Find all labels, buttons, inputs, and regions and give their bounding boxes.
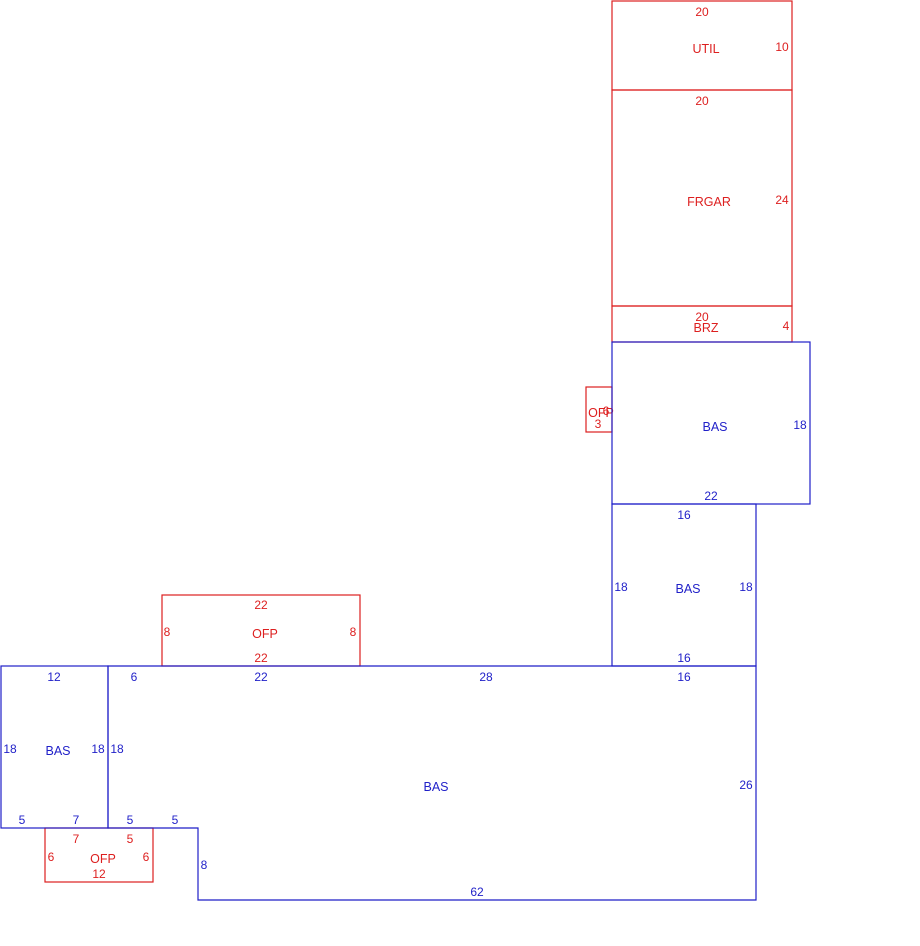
ofp-bottom-top-dimension-a: 7 [73, 832, 80, 846]
ofp-porch-label: OFP [252, 627, 278, 641]
ofp-porch-left-dimension: 8 [164, 625, 171, 639]
util-label: UTIL [692, 42, 719, 56]
bas-mid-top-dimension: 16 [677, 508, 691, 522]
ofp-bottom-left-dimension: 6 [48, 850, 55, 864]
bas-left-top-dimension: 12 [47, 670, 61, 684]
bas-top-right-dimension: 18 [793, 418, 807, 432]
bas-left-right-dimension: 18 [91, 742, 105, 756]
bas-main-left-dimension: 18 [110, 742, 124, 756]
ofp-bottom-right-dimension: 6 [143, 850, 150, 864]
brz-label: BRZ [694, 321, 719, 335]
bas-main-top-dimension-a: 6 [131, 670, 138, 684]
bas-mid-bottom-dimension: 16 [677, 651, 691, 665]
bas-left-bottom-dimension-a: 5 [19, 813, 26, 827]
ofp-small-side-dimension: 3 [595, 417, 602, 431]
bas-main-bottom-dimension-b: 5 [172, 813, 179, 827]
bas-mid-right-dimension: 18 [739, 580, 753, 594]
frgar-top-dimension: 20 [695, 94, 709, 108]
frgar-label: FRGAR [687, 195, 731, 209]
bas-top-label: BAS [702, 420, 727, 434]
bas-left-left-dimension: 18 [3, 742, 17, 756]
util-top-dimension: 20 [695, 5, 709, 19]
brz-top-dimension: 20 [695, 310, 709, 324]
bas-main-bottom-dimension: 62 [470, 885, 484, 899]
bas-mid-left-dimension: 18 [614, 580, 628, 594]
bas-main-top-dimension-d: 16 [677, 670, 691, 684]
ofp-bottom-label: OFP [90, 852, 116, 866]
bas-main-top-dimension-c: 28 [479, 670, 493, 684]
bas-main-bottom-dimension-a: 5 [127, 813, 134, 827]
bas-left-bottom-dimension-b: 7 [73, 813, 80, 827]
ofp-porch-top-dimension: 22 [254, 598, 268, 612]
bas-mid-label: BAS [675, 582, 700, 596]
bas-main-right-dimension: 26 [739, 778, 753, 792]
bas-top-bottom-dimension: 22 [704, 489, 718, 503]
bas-main-label: BAS [423, 780, 448, 794]
ofp-porch-bottom-dimension: 22 [254, 651, 268, 665]
ofp-small-side-dimension-2: 6 [603, 404, 610, 418]
frgar-right-dimension: 24 [775, 193, 789, 207]
bas-main-step-dimension: 8 [201, 858, 208, 872]
ofp-porch-right-dimension: 8 [350, 625, 357, 639]
util-right-dimension: 10 [775, 40, 789, 54]
ofp-bottom-bottom-dimension: 12 [92, 867, 106, 881]
bas-main-top-dimension-b: 22 [254, 670, 268, 684]
ofp-small-label: OFP [588, 406, 614, 420]
ofp-bottom-top-dimension-b: 5 [127, 832, 134, 846]
bas-left-label: BAS [45, 744, 70, 758]
bas-main-area [107, 665, 757, 901]
brz-right-dimension: 4 [783, 319, 790, 333]
